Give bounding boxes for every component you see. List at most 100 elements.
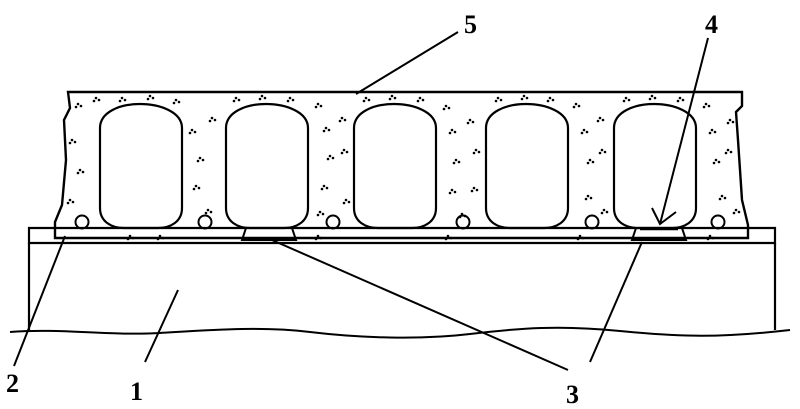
speckle: [447, 106, 451, 110]
speckle: [321, 212, 325, 216]
speckle: [416, 99, 420, 103]
speckle: [81, 170, 85, 174]
speckle: [316, 213, 320, 217]
speckle: [602, 208, 606, 212]
speckle: [444, 237, 448, 241]
leader-4: [659, 37, 709, 225]
speckle: [453, 130, 457, 134]
speckle: [605, 210, 609, 214]
speckle: [708, 131, 712, 135]
speckle: [494, 99, 498, 103]
speckle: [653, 96, 657, 100]
speckle: [520, 97, 524, 101]
speckle: [198, 156, 202, 160]
core-3: [352, 102, 438, 230]
speckle: [126, 237, 130, 241]
speckle: [388, 97, 392, 101]
speckle: [472, 186, 476, 190]
speckle: [452, 161, 456, 165]
speckle: [729, 150, 733, 154]
speckle: [546, 99, 550, 103]
leader-lines: [13, 31, 709, 371]
speckle: [192, 187, 196, 191]
speckle: [318, 210, 322, 214]
speckle: [322, 129, 326, 133]
aggregate-speckles: [66, 94, 741, 241]
speckle: [576, 237, 580, 241]
speckle: [314, 237, 318, 241]
speckle: [444, 104, 448, 108]
speckle: [78, 168, 82, 172]
label-3: 3: [566, 380, 579, 409]
speckle: [128, 234, 132, 238]
speckle: [347, 200, 351, 204]
speckle: [120, 96, 124, 100]
speckle: [525, 96, 529, 100]
speckle: [328, 154, 332, 158]
leader-3a: [271, 239, 569, 371]
hollow-core-slab: [53, 90, 750, 241]
speckle: [648, 97, 652, 101]
speckle: [591, 160, 595, 164]
speckle: [586, 194, 590, 198]
speckle: [314, 105, 318, 109]
speckle: [577, 104, 581, 108]
speckle: [589, 196, 593, 200]
label-5: 5: [464, 10, 477, 39]
speckle: [723, 196, 727, 200]
speckle: [471, 120, 475, 124]
speckle: [342, 148, 346, 152]
speckle: [209, 210, 213, 214]
speckle: [601, 118, 605, 122]
speckle: [724, 151, 728, 155]
speckle: [711, 236, 715, 240]
speckle: [600, 148, 604, 152]
speckle: [201, 158, 205, 162]
speckle: [475, 188, 479, 192]
speckle: [588, 158, 592, 162]
leader-1: [144, 289, 179, 363]
speckle: [707, 104, 711, 108]
speckle: [421, 98, 425, 102]
speckle: [582, 128, 586, 132]
speckle: [390, 94, 394, 98]
speckle: [263, 96, 267, 100]
speckle: [343, 118, 347, 122]
speckle: [172, 101, 176, 105]
speckle: [581, 236, 585, 240]
speckle: [713, 130, 717, 134]
label-2: 2: [6, 369, 19, 398]
speckle: [161, 236, 165, 240]
speckle: [678, 96, 682, 100]
speckle: [291, 98, 295, 102]
slab-cores: [98, 102, 698, 230]
speckle: [732, 211, 736, 215]
speckle: [146, 97, 150, 101]
speckle: [418, 96, 422, 100]
bearing-pad-right: [630, 227, 688, 241]
speckle: [324, 126, 328, 130]
speckle: [331, 156, 335, 160]
core-1: [98, 102, 184, 230]
speckle: [474, 148, 478, 152]
speckle: [448, 191, 452, 195]
core-2: [224, 102, 310, 230]
speckle: [237, 98, 241, 102]
speckle: [457, 160, 461, 164]
speckle: [193, 130, 197, 134]
speckle: [131, 236, 135, 240]
speckle: [68, 198, 72, 202]
small-holes: [74, 214, 726, 230]
speckle: [676, 99, 680, 103]
speckle: [726, 148, 730, 152]
speckle: [737, 210, 741, 214]
speckle: [472, 151, 476, 155]
speckle: [188, 131, 192, 135]
speckle: [232, 99, 236, 103]
speckle: [123, 98, 127, 102]
speckle: [551, 98, 555, 102]
speckle: [477, 150, 481, 154]
speckle: [454, 158, 458, 162]
speckle: [74, 105, 78, 109]
speckle: [449, 236, 453, 240]
